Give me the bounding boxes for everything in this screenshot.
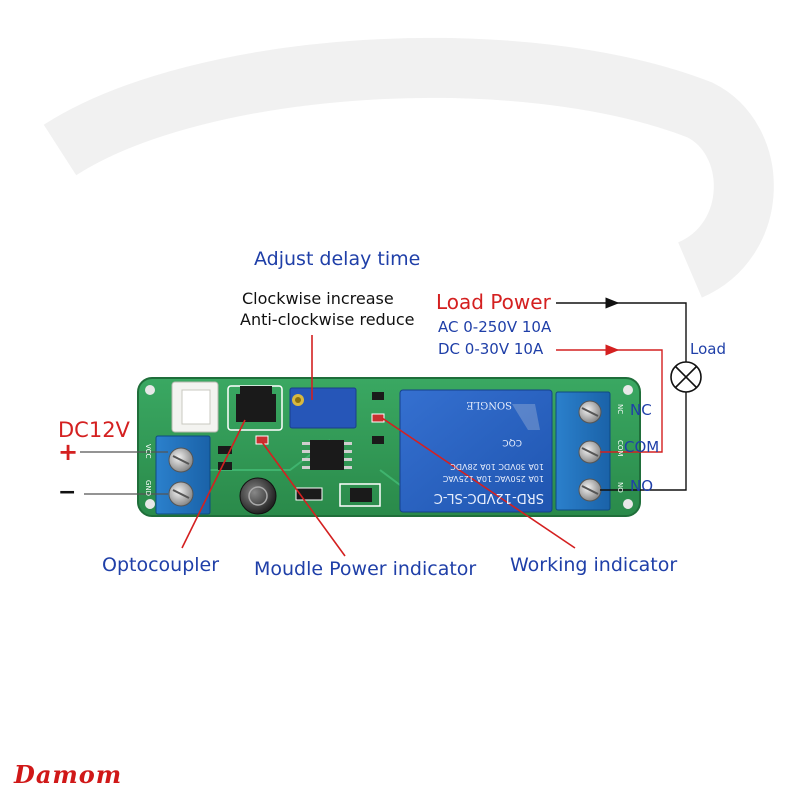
electrolytic-capacitor — [240, 478, 276, 514]
output-terminal-block — [556, 392, 610, 510]
brand-watermark: Damom — [14, 760, 122, 789]
silk-gnd: GND — [144, 480, 152, 496]
com-label: COM — [624, 438, 659, 456]
no-label: NO — [630, 477, 653, 495]
silk-no: NO — [616, 482, 624, 493]
relay-rating-1: 10A 250VAC 10A 125VAC — [442, 474, 544, 483]
working-indicator-label: Working indicator — [510, 554, 677, 576]
background-swirl — [60, 68, 744, 270]
ac-rating: AC 0-250V 10A — [438, 318, 551, 336]
power-indicator-label: Moudle Power indicator — [254, 558, 476, 580]
relay-rating-2: 10A 30VDC 10A 28VDC — [450, 462, 544, 471]
delay-potentiometer — [290, 388, 356, 428]
signal-connector — [172, 382, 218, 432]
relay-model: SRD-12VDC-SL-C — [434, 490, 544, 505]
load-power-label: Load Power — [436, 290, 551, 314]
input-terminal-block — [156, 436, 210, 514]
dc-plus-sign: + — [58, 438, 78, 466]
clockwise-note: Clockwise increase — [242, 289, 394, 308]
silk-com: COM — [616, 440, 624, 456]
load-label: Load — [690, 340, 726, 358]
silk-nc: NC — [616, 404, 624, 414]
relay-brand: SONGLE — [466, 399, 512, 410]
silk-vcc: VCC — [144, 444, 152, 459]
dc-rating: DC 0-30V 10A — [438, 340, 543, 358]
nc-label: NC — [630, 401, 652, 419]
relay-cqc: CQC — [502, 437, 522, 447]
dc-minus-sign: − — [58, 480, 76, 505]
optocoupler-label: Optocoupler — [102, 554, 219, 576]
adjust-delay-title: Adjust delay time — [254, 248, 420, 270]
load-lamp-icon — [671, 362, 701, 392]
anticlockwise-note: Anti-clockwise reduce — [240, 310, 414, 329]
